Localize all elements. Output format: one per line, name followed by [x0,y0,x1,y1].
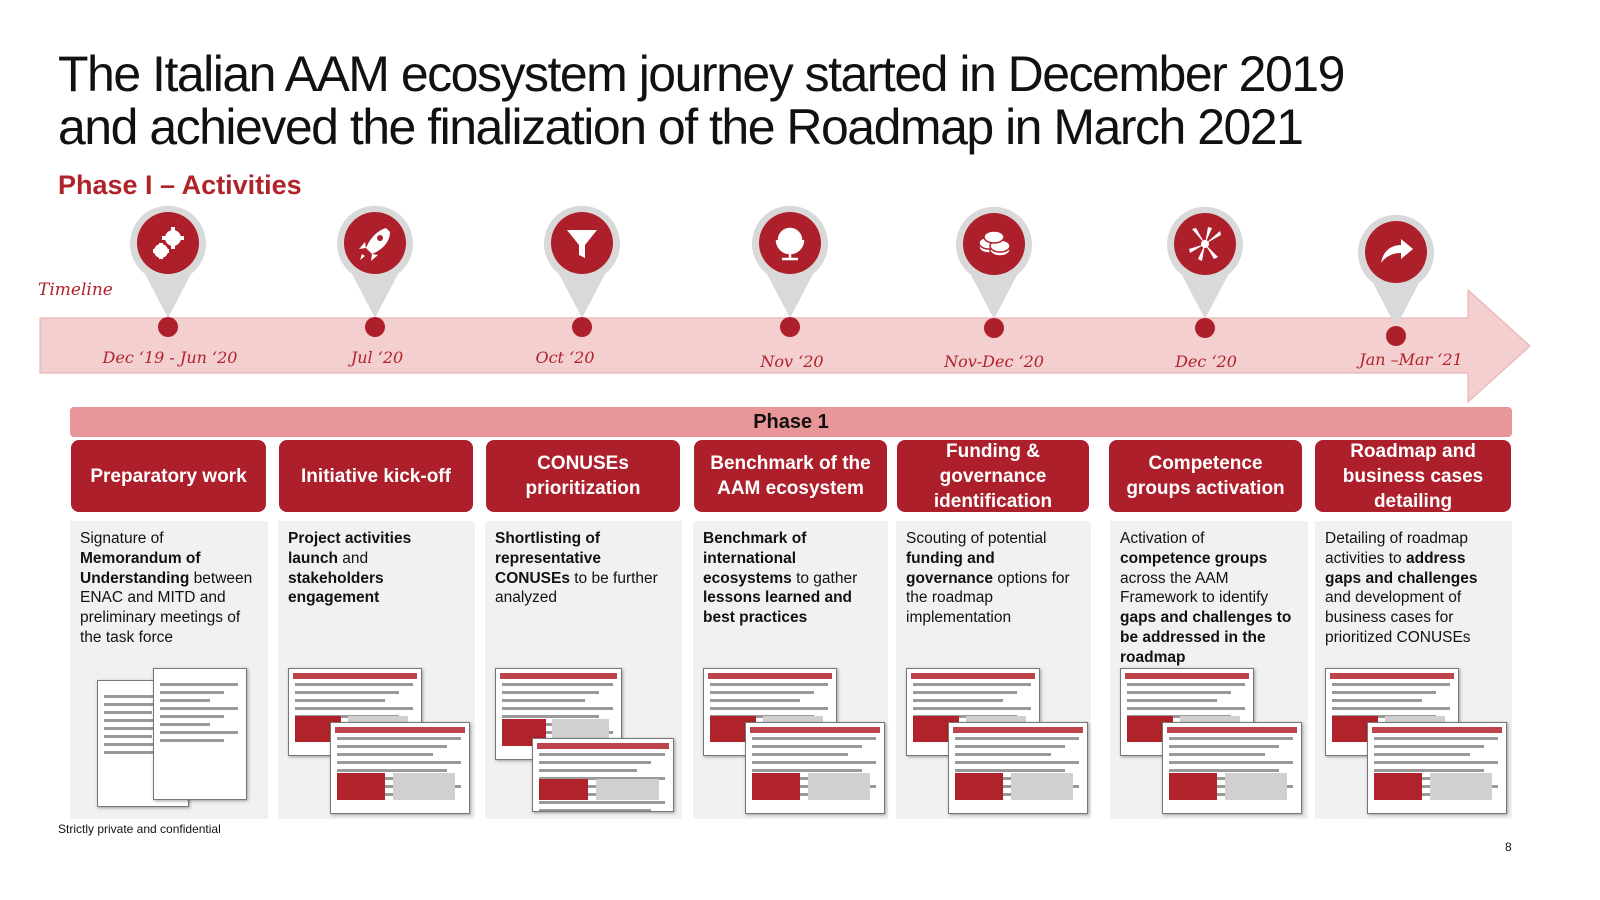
confidential-note: Strictly private and confidential [58,822,221,836]
timeline-pin-2 [330,200,420,330]
globe-icon [765,218,815,268]
forward-arrow-icon [1371,227,1421,277]
milestone-date: Dec ‘20 [1175,352,1237,371]
timeline-pin-6 [1160,201,1250,331]
slide-thumbnail [330,722,470,814]
activity-description: Activation of competence groups across t… [1120,529,1298,668]
timeline-dot [1195,318,1215,338]
section-subtitle: Phase I – Activities [58,170,302,200]
activity-heading-7: Roadmap and business cases detailing [1315,440,1511,512]
activity-description: Benchmark of international ecosystems to… [703,529,878,628]
description-text: options for the roadmap implementation [906,569,1070,627]
activity-description: Shortlisting of representative CONUSEs t… [495,529,672,608]
page-number: 8 [1505,840,1512,854]
activity-heading-5: Funding & governance identification [897,440,1089,512]
description-text: Scouting of potential [906,530,1047,547]
milestone-date: Jan –Mar ‘21 [1359,350,1463,369]
activity-description: Project activities launch and stakeholde… [288,529,465,608]
milestone-date: Dec ‘19 - Jun ‘20 [102,348,238,367]
timeline-pin-4 [745,200,835,330]
description-emphasis: gaps and challenges to be addressed in t… [1120,609,1292,666]
description-emphasis: funding and governance [906,549,995,587]
activity-heading-3: CONUSEs prioritization [486,440,680,512]
timeline-arrow [39,288,1531,404]
slide-thumbnail [1367,722,1507,814]
timeline-dot [1386,326,1406,346]
rocket-icon [350,218,400,268]
description-text: Detailing of roadmap activities to [1325,530,1469,567]
description-text: to gather [791,569,858,587]
timeline-label: Timeline [38,280,113,300]
timeline-dot [572,317,592,337]
timeline-pin-3 [537,200,627,330]
timeline-dot [984,318,1004,338]
description-text: and [337,549,369,567]
description-text: and development of business cases for pr… [1325,589,1471,646]
description-text: to be further analyzed [495,569,658,607]
description-emphasis: stakeholders engagement [288,569,384,607]
activity-heading-2: Initiative kick-off [279,440,473,512]
gears-icon [143,218,193,268]
hands-icon [1180,219,1230,269]
milestone-date: Oct ‘20 [535,348,595,367]
timeline-pin-7 [1351,209,1441,339]
activity-description: Signature of Memorandum of Understanding… [80,529,258,648]
description-emphasis: competence groups [1120,549,1268,567]
milestone-date: Jul ‘20 [350,348,404,367]
description-text: between ENAC and MITD and preliminary me… [80,569,253,646]
description-emphasis: Memorandum of Understanding [80,549,201,587]
activity-heading-4: Benchmark of the AAM ecosystem [694,440,887,512]
slide-thumbnail [153,668,247,800]
activity-heading-1: Preparatory work [71,440,266,512]
description-emphasis: Benchmark of international ecosystems [703,530,807,587]
milestone-date: Nov ‘20 [760,352,824,371]
timeline-dot [158,317,178,337]
description-emphasis: lessons learned and best practices [703,589,853,627]
timeline-dot [365,317,385,337]
page-title-line-2: and achieved the finalization of the Roa… [58,99,1304,155]
activity-description: Scouting of potential funding and govern… [906,529,1081,628]
description-text: across the AAM Framework to identify [1120,569,1269,607]
slide-thumbnail [1162,722,1302,814]
slide-thumbnail [745,722,885,814]
activity-heading-6: Competence groups activation [1109,440,1302,512]
description-text: Signature of [80,530,164,547]
description-emphasis: address gaps and challenges [1325,549,1478,587]
page-title-line-1: The Italian AAM ecosystem journey starte… [58,46,1345,102]
milestone-date: Nov-Dec ‘20 [944,352,1044,371]
phase-bar: Phase 1 [70,407,1512,437]
timeline-dot [780,317,800,337]
timeline-pin-1 [123,200,213,330]
description-emphasis: Project activities launch [288,530,412,567]
activity-description: Detailing of roadmap activities to addre… [1325,529,1502,648]
description-emphasis: Shortlisting of representative CONUSEs [495,530,601,587]
coins-icon [969,219,1019,269]
funnel-icon [557,218,607,268]
page-title: The Italian AAM ecosystem journey starte… [58,48,1558,154]
timeline-pin-5 [949,201,1039,331]
description-text: Activation of [1120,530,1205,547]
slide-thumbnail [948,722,1088,814]
slide-thumbnail [532,738,674,812]
